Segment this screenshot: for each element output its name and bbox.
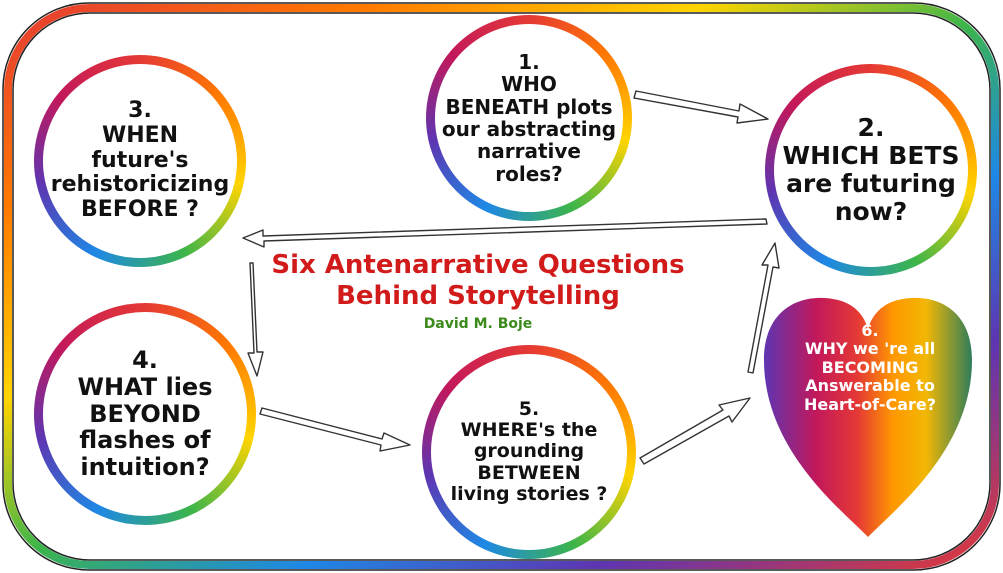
question-line: WHEN: [101, 123, 179, 149]
question-line: WHAT lies: [77, 372, 213, 401]
question-line: living stories ?: [450, 482, 608, 505]
question-node-4: 4. WHAT lies BEYOND flashes of intuition…: [34, 303, 256, 525]
question-node-1: 1. WHO BENEATH plots our abstracting nar…: [426, 15, 632, 221]
question-line: WHICH BETS: [782, 141, 960, 170]
question-line: future's: [91, 147, 189, 173]
question-line: Answerable to: [805, 376, 935, 396]
question-line: BENEATH plots: [445, 94, 613, 119]
question-line: BEYOND: [89, 399, 201, 428]
diagram-title-block: Six Antenarrative Questions Behind Story…: [268, 250, 688, 332]
question-line: roles?: [495, 161, 563, 186]
question-number: 5.: [518, 397, 540, 420]
question-line: Heart-of-Care?: [803, 394, 937, 414]
author-credit: David M. Boje: [423, 316, 533, 333]
question-node-6: 6. WHY we 're all BECOMING Answerable to…: [770, 321, 970, 414]
question-node-5: 5. WHERE's the grounding BETWEEN living …: [422, 345, 636, 559]
question-node-3: 3. WHEN future's rehistoricizing BEFORE …: [34, 55, 246, 267]
question-number: 6.: [861, 321, 879, 340]
diagram-title-line: Six Antenarrative Questions: [271, 250, 685, 280]
question-line: WHERE's the: [460, 419, 598, 442]
arrow-1-to-2: [633, 90, 769, 124]
frame-inner-outline: [12, 12, 991, 561]
question-number: 3.: [128, 98, 152, 124]
question-line: grounding: [473, 440, 585, 463]
question-line: WHO: [501, 72, 557, 97]
question-line: BECOMING: [821, 357, 919, 377]
question-line: BETWEEN: [477, 461, 581, 484]
question-number: 1.: [518, 49, 540, 74]
arrow-5-to-heart: [639, 397, 751, 465]
arrow-4-to-5: [259, 407, 411, 452]
question-line: intuition?: [80, 453, 210, 482]
question-line: rehistoricizing: [50, 172, 230, 198]
heart-shape: [764, 297, 972, 537]
question-line: BEFORE ?: [81, 196, 199, 222]
question-line: flashes of: [79, 426, 211, 455]
arrow-3-to-4: [247, 262, 264, 377]
question-line: now?: [834, 197, 908, 226]
rainbow-frame: [4, 4, 999, 569]
question-number: 2.: [857, 113, 885, 142]
question-line: narrative: [477, 139, 581, 164]
question-node-2: 2. WHICH BETS are futuring now?: [765, 64, 977, 276]
question-line: our abstracting: [441, 117, 617, 141]
arrow-2-to-3: [242, 218, 768, 248]
question-line: are futuring: [786, 169, 956, 198]
question-number: 4.: [132, 345, 158, 374]
arrow-heart-to-2: [747, 242, 780, 374]
diagram-title-line: Behind Storytelling: [336, 281, 620, 312]
question-line: WHY we 're all: [804, 339, 936, 359]
arrows: [242, 90, 780, 465]
